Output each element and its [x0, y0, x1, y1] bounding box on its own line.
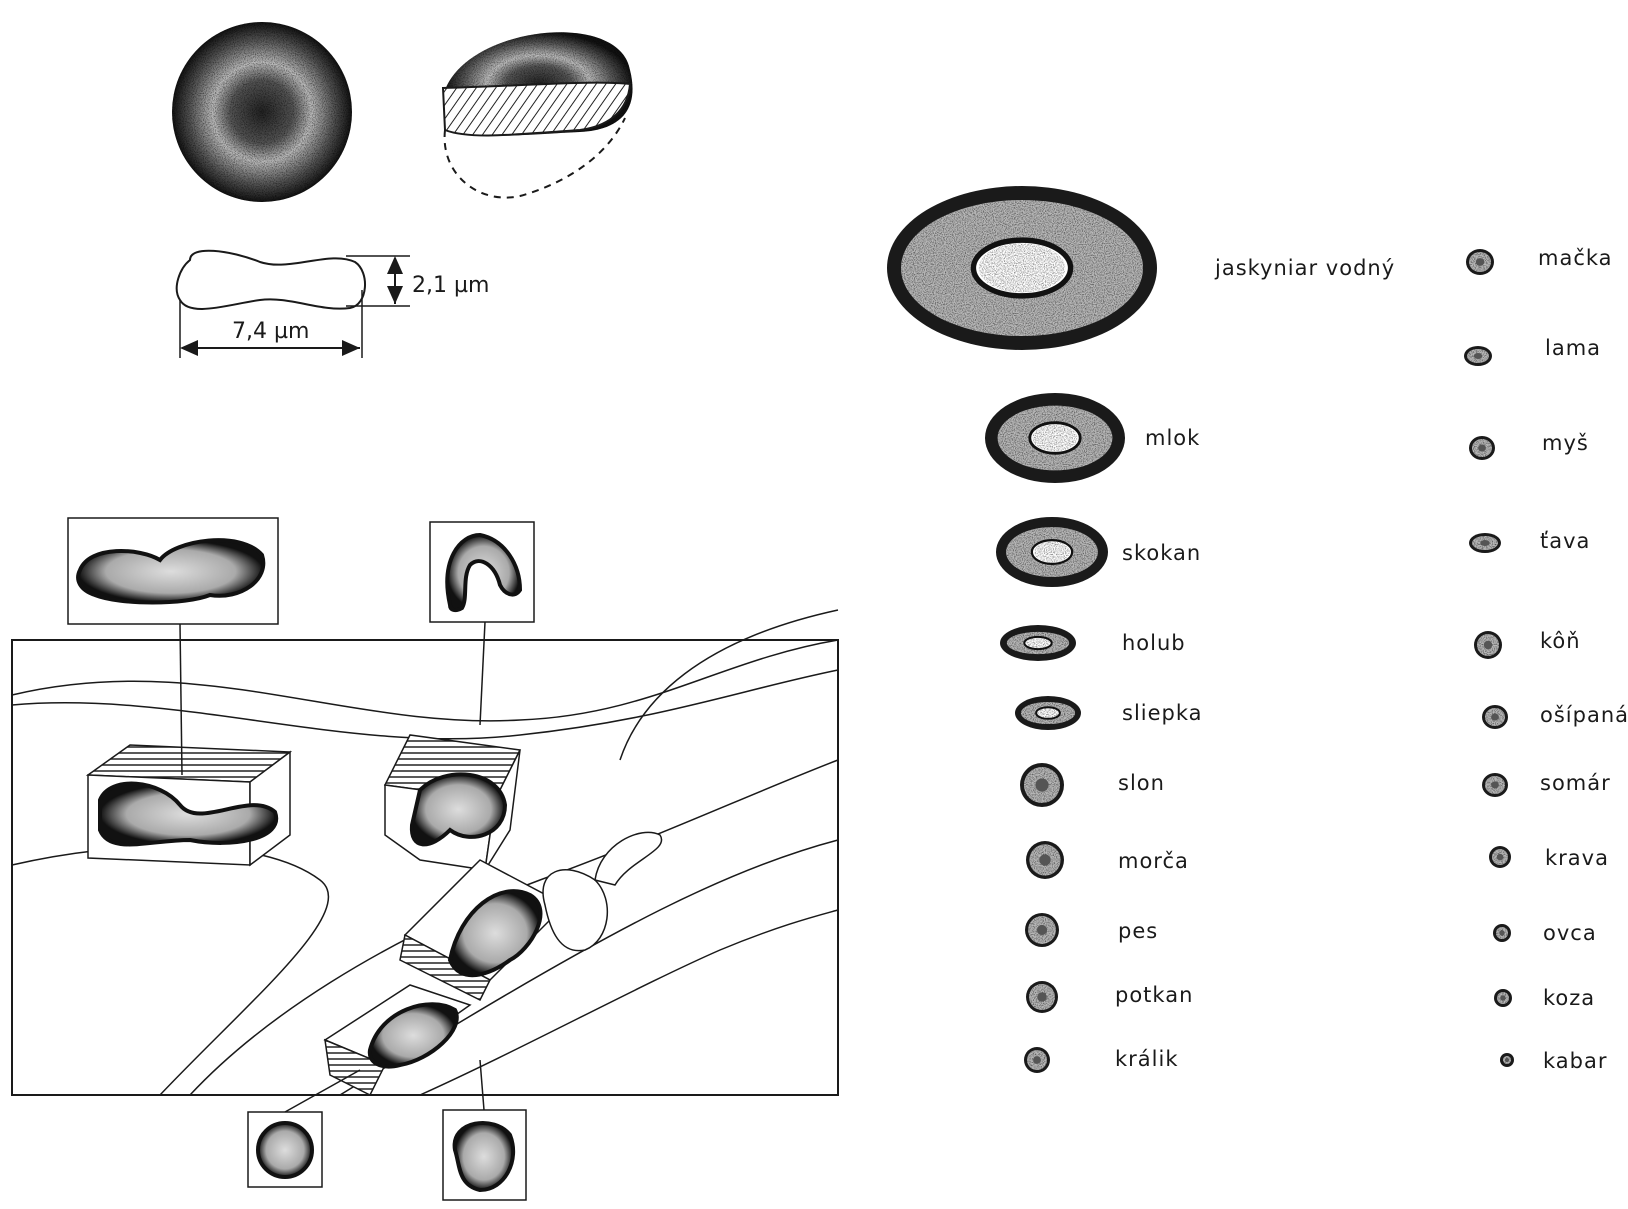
species-item-left-0: jaskyniar vodný [887, 186, 1395, 350]
species-item-left-7: pes [1025, 913, 1158, 947]
species-label: kôň [1540, 629, 1581, 653]
erythrocyte-top-view [172, 22, 352, 202]
species-label: ťava [1540, 529, 1590, 553]
deformed-cell-block-1 [88, 745, 290, 865]
species-item-right-2: myš [1469, 431, 1589, 460]
species-item-right-3: ťava [1469, 529, 1590, 553]
species-label: jaskyniar vodný [1214, 256, 1395, 280]
species-label: morča [1118, 849, 1189, 873]
species-item-right-9: koza [1494, 986, 1595, 1010]
species-label: kabar [1543, 1049, 1608, 1073]
species-item-left-8: potkan [1026, 981, 1193, 1013]
species-label: ovca [1543, 921, 1597, 945]
species-item-right-0: mačka [1466, 246, 1613, 275]
species-item-right-5: ošípaná [1482, 703, 1628, 729]
species-label: somár [1540, 771, 1611, 795]
species-comparison: jaskyniar vodný mlok skokan holub sliepka slo… [887, 186, 1628, 1073]
species-label: pes [1118, 919, 1158, 943]
species-label: mlok [1145, 426, 1200, 450]
species-label: myš [1542, 431, 1589, 455]
species-item-right-1: lama [1464, 336, 1601, 366]
species-label: ošípaná [1540, 703, 1628, 727]
species-item-left-9: králik [1024, 1047, 1179, 1073]
species-label: mačka [1538, 246, 1613, 270]
species-item-right-7: krava [1489, 846, 1609, 870]
erythrocyte-cross-section [443, 32, 633, 197]
species-label: lama [1545, 336, 1601, 360]
species-item-left-5: slon [1020, 763, 1165, 807]
capillary-scene [12, 518, 838, 1200]
species-label: slon [1118, 771, 1165, 795]
species-label: holub [1122, 631, 1186, 655]
thickness-label: 2,1 µm [412, 273, 489, 298]
species-label: sliepka [1122, 701, 1203, 725]
diameter-label: 7,4 µm [232, 319, 309, 344]
species-item-left-6: morča [1026, 841, 1189, 879]
species-item-left-1: mlok [985, 393, 1200, 483]
species-label: potkan [1115, 983, 1193, 1007]
species-label: skokan [1122, 541, 1201, 565]
species-item-left-3: holub [1000, 625, 1186, 661]
species-item-left-2: skokan [996, 517, 1201, 587]
species-item-right-8: ovca [1493, 921, 1597, 945]
species-label: krava [1545, 846, 1609, 870]
species-item-right-6: somár [1482, 771, 1611, 797]
species-item-left-4: sliepka [1015, 696, 1203, 730]
species-label: králik [1115, 1047, 1179, 1071]
species-label: koza [1543, 986, 1595, 1010]
erythrocyte-side-profile: 2,1 µm 7,4 µm [177, 251, 490, 358]
species-item-right-10: kabar [1500, 1049, 1608, 1073]
species-item-right-4: kôň [1474, 629, 1581, 659]
